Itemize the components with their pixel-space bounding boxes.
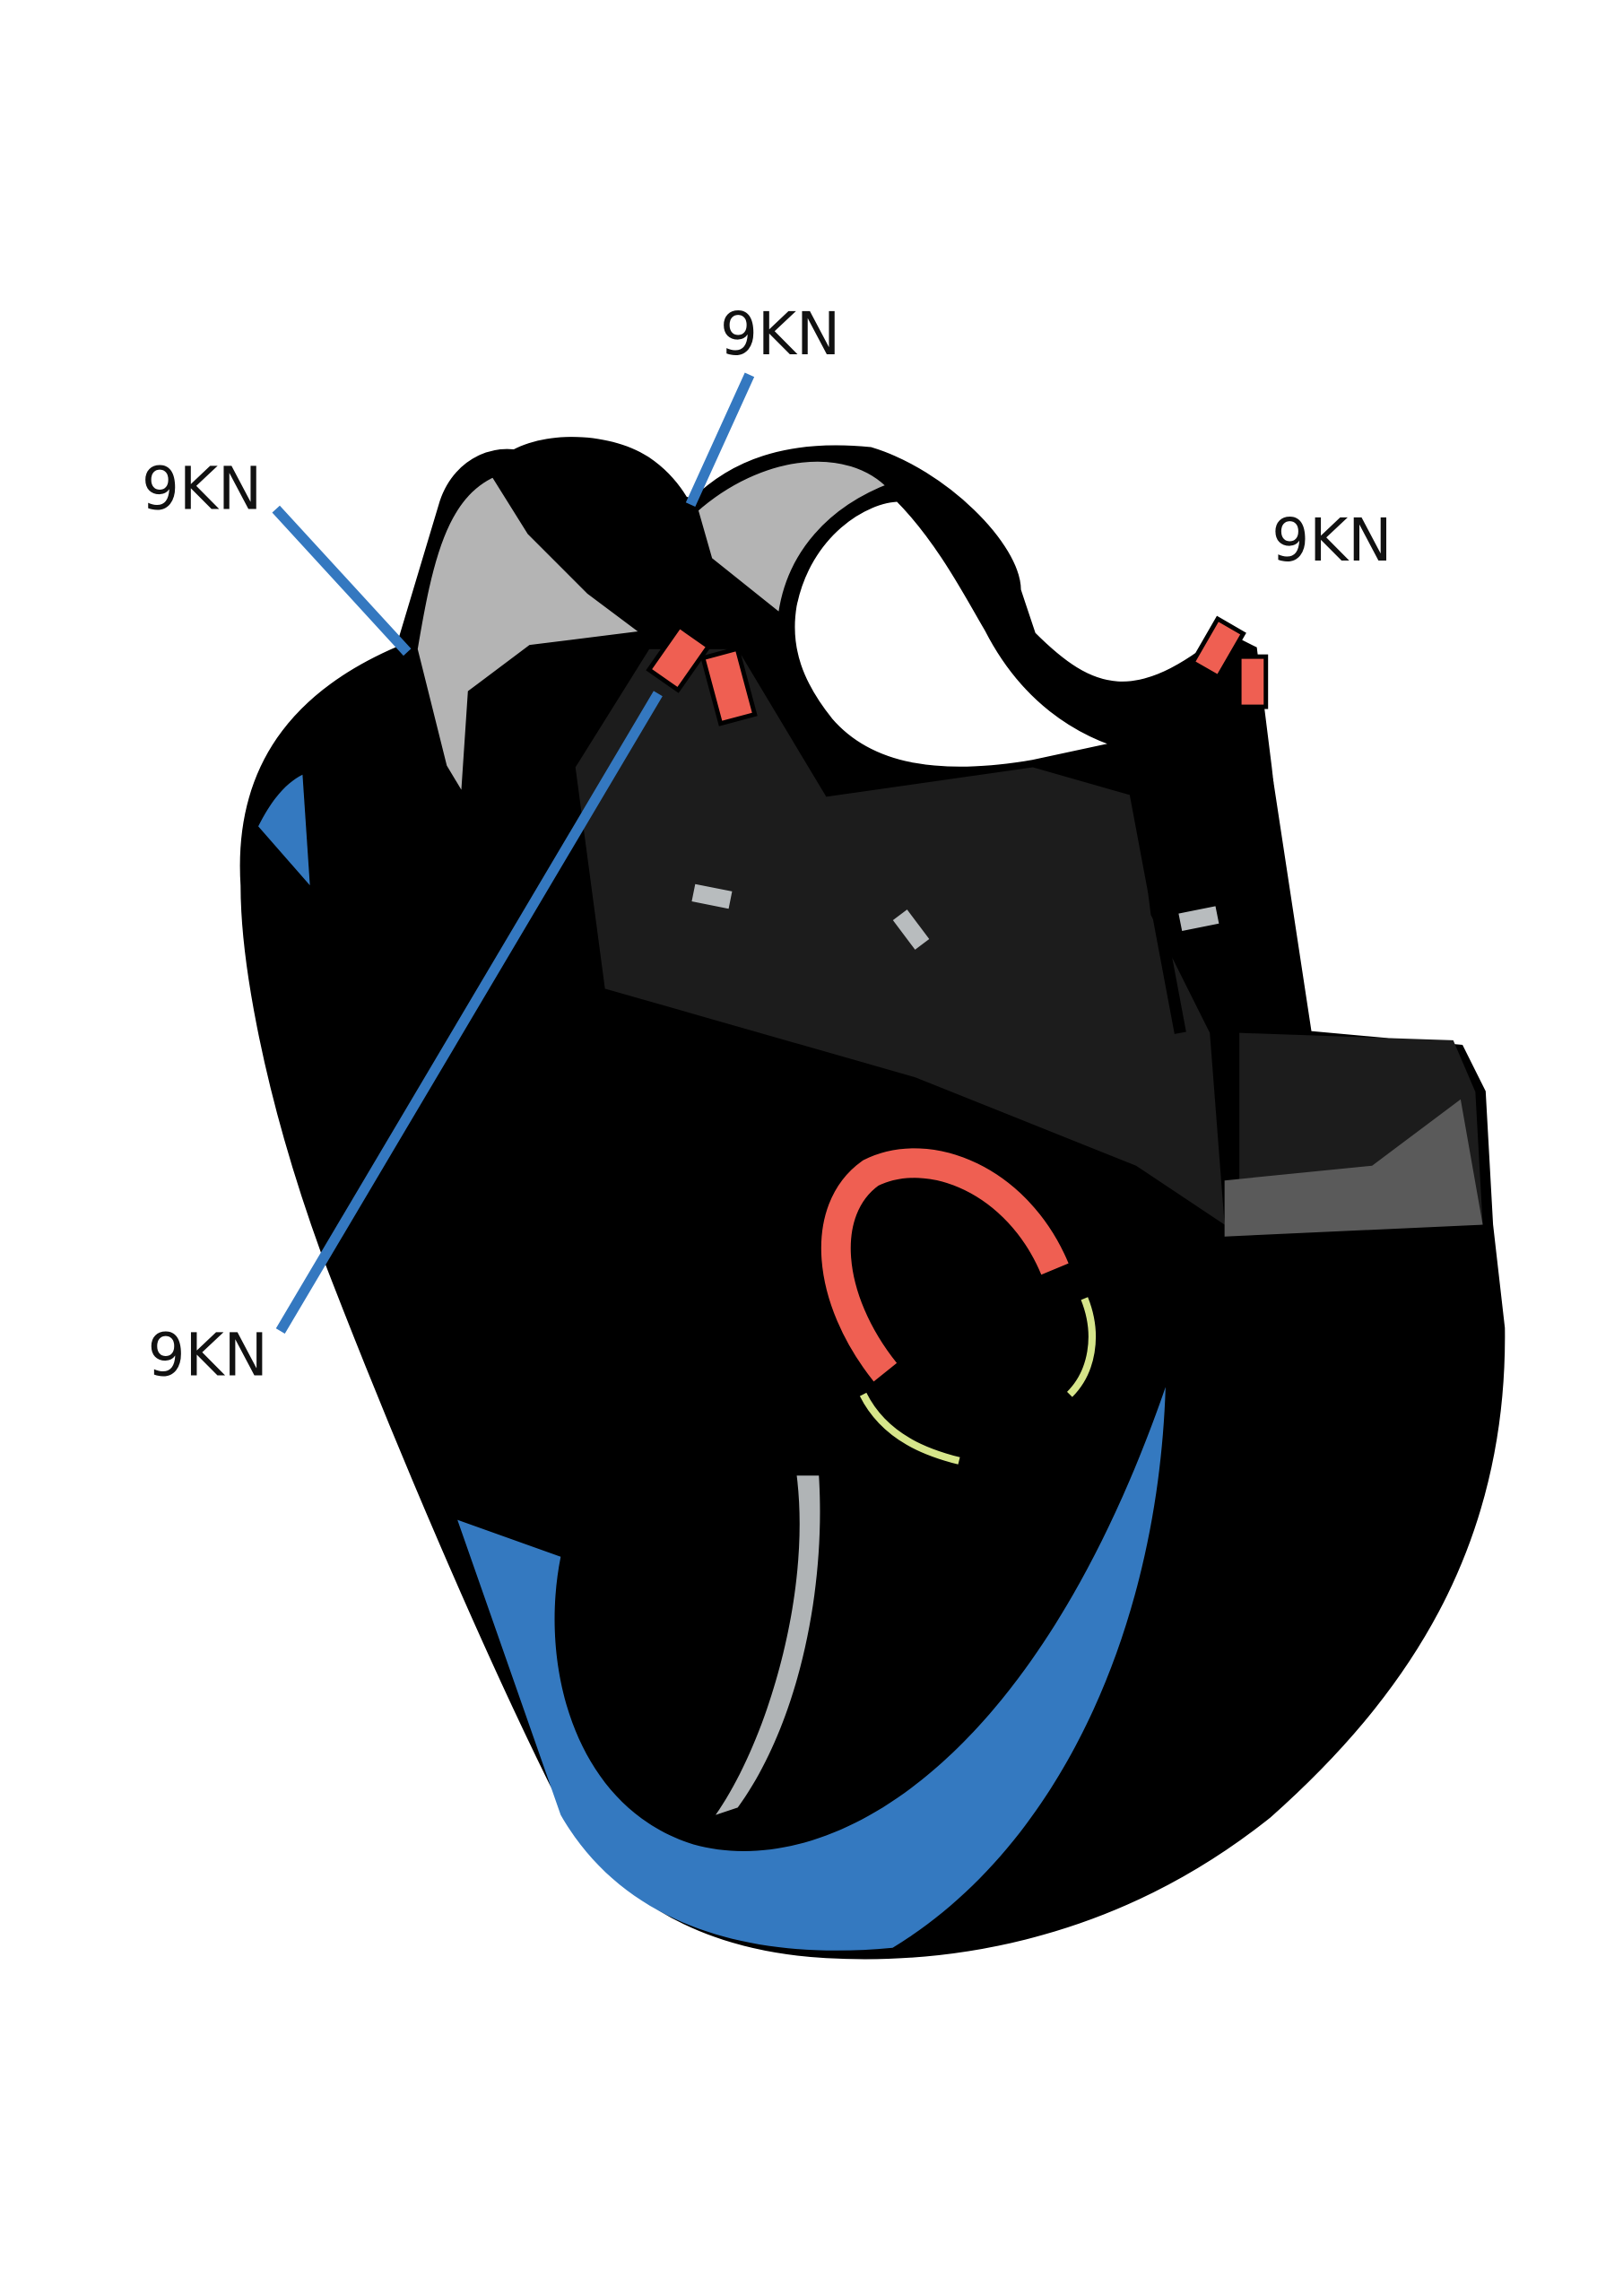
seat-back	[575, 648, 1225, 1225]
strap-1	[691, 883, 733, 909]
leader-line-top	[685, 372, 755, 508]
background-gap	[780, 486, 1138, 782]
strap-2	[892, 909, 930, 950]
left-buckle	[646, 622, 712, 693]
reserve-handle	[820, 1148, 1069, 1382]
leader-line-left	[272, 505, 412, 657]
reserve-handle-loop	[859, 1297, 1097, 1465]
grey-strip	[716, 1475, 820, 1815]
load-label-top: 9KN	[720, 300, 840, 369]
blue-side-panel	[457, 1387, 1166, 1951]
blue-top-accent	[258, 774, 310, 886]
leader-lines	[272, 372, 755, 1334]
strap-3	[1178, 906, 1219, 931]
left-shoulder-pad	[408, 466, 661, 819]
load-label-right: 9KN	[1271, 506, 1392, 575]
load-label-left: 9KN	[142, 455, 262, 524]
right-shoulder-pad	[688, 452, 901, 629]
left-buckle-2	[699, 646, 758, 726]
shoulder-strap	[487, 437, 703, 583]
riser-strap	[1129, 660, 1312, 1034]
right-buckle-2	[1237, 654, 1269, 709]
load-label-bottom: 9KN	[148, 1320, 268, 1389]
seat-board-edge	[1224, 1099, 1483, 1237]
leader-line-bottom	[275, 691, 663, 1334]
right-buckle	[1189, 615, 1246, 681]
